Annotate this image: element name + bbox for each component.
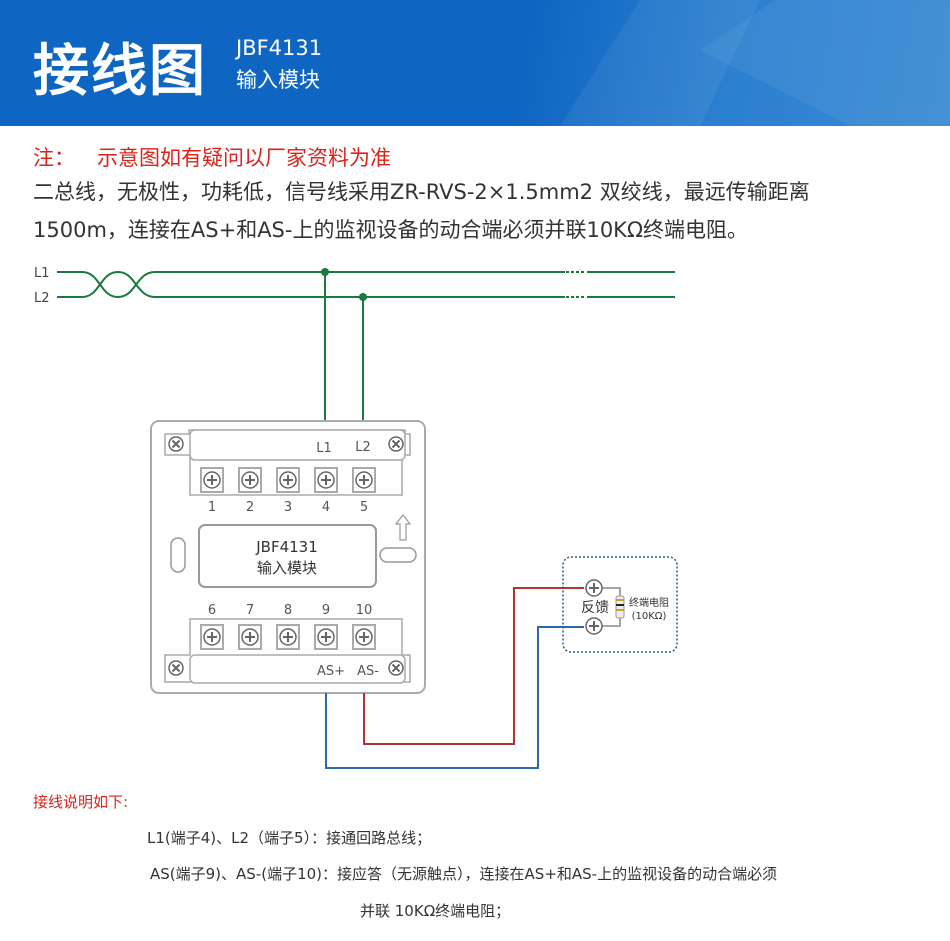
header-model: JBF4131 bbox=[236, 36, 323, 60]
module-label-l1: L1 bbox=[316, 441, 332, 456]
description-line: 1500m，连接在AS+和AS-上的监视设备的动合端必须并联10KΩ终端电阻。 bbox=[33, 218, 749, 242]
terminals: 1 6 2 7 3 8 4 9 5 10 bbox=[200, 467, 376, 650]
notes-title: 接线说明如下: bbox=[33, 793, 129, 811]
device-terminal-screw-icon bbox=[585, 579, 603, 597]
module-name: 输入模块 bbox=[257, 559, 317, 577]
terminal-number: 1 bbox=[208, 500, 216, 515]
note-term: L1(端子4)、L2（端子5）： bbox=[147, 829, 327, 847]
terminal-screw-icon bbox=[279, 471, 297, 489]
terminal-number: 5 bbox=[360, 500, 368, 515]
description-line: 二总线，无极性，功耗低，信号线采用ZR-RVS-2×1.5mm2 双绞线，最远传… bbox=[33, 180, 810, 204]
terminal-screw-icon bbox=[203, 628, 221, 646]
resistor-icon bbox=[615, 595, 625, 619]
note-line: AS(端子9)、AS-(端子10)：接应答（无源触点），连接在AS+和AS-上的… bbox=[150, 863, 777, 884]
device-box bbox=[562, 556, 678, 653]
terminal-screw-icon bbox=[317, 628, 335, 646]
bus-label-l1: L1 bbox=[34, 266, 50, 281]
terminal-number: 7 bbox=[246, 603, 254, 618]
terminal-screw-icon bbox=[203, 471, 221, 489]
device-label: 反馈 bbox=[581, 600, 609, 616]
mount-screw-icon bbox=[388, 660, 404, 676]
bus-wires bbox=[57, 270, 675, 421]
header-product-name: 输入模块 bbox=[236, 68, 320, 92]
module-label-l2: L2 bbox=[355, 440, 371, 455]
terminal-screw-icon bbox=[241, 471, 259, 489]
terminal-number: 3 bbox=[284, 500, 292, 515]
junction-dot-l1 bbox=[321, 268, 329, 276]
terminal-screw-icon bbox=[317, 471, 335, 489]
terminal-number: 4 bbox=[322, 500, 330, 515]
module-label-as-minus: AS- bbox=[357, 664, 379, 679]
module-body bbox=[150, 420, 426, 694]
terminal-screw-icon bbox=[241, 628, 259, 646]
page-title: 接线图 bbox=[33, 39, 207, 104]
note-text: 接应答（无源触点），连接在AS+和AS-上的监视设备的动合端必须 bbox=[337, 865, 778, 883]
module-label-as-plus: AS+ bbox=[317, 664, 345, 679]
note-text: 并联 10KΩ终端电阻； bbox=[360, 902, 511, 920]
terminal-number: 8 bbox=[284, 603, 292, 618]
terminal-screw-icon bbox=[279, 628, 297, 646]
terminal-screw-icon bbox=[355, 628, 373, 646]
terminal-number: 9 bbox=[322, 603, 330, 618]
terminal-number: 10 bbox=[356, 603, 373, 618]
junction-dot-l2 bbox=[359, 293, 367, 301]
note-line: 并联 10KΩ终端电阻； bbox=[360, 900, 510, 921]
bus-label-l2: L2 bbox=[34, 291, 50, 306]
mount-screw-icon bbox=[168, 436, 184, 452]
note-text: 示意图如有疑问以厂家资料为准 bbox=[97, 146, 391, 170]
resistor-value: (10KΩ) bbox=[632, 611, 667, 622]
terminal-number: 2 bbox=[246, 500, 254, 515]
mount-screw-icon bbox=[168, 660, 184, 676]
note-label: 注： bbox=[33, 146, 75, 170]
resistor-label: 终端电阻 bbox=[629, 596, 669, 609]
header-banner: 接线图 JBF4131 输入模块 bbox=[0, 0, 950, 126]
terminal-number: 6 bbox=[208, 603, 216, 618]
module-model: JBF4131 bbox=[255, 538, 318, 556]
note: 注： 示意图如有疑问以厂家资料为准 bbox=[33, 142, 391, 172]
note-term: AS(端子9)、AS-(端子10)： bbox=[150, 865, 338, 883]
device-terminal-screw-icon bbox=[585, 617, 603, 635]
terminal-screw-icon bbox=[355, 471, 373, 489]
note-text: 接通回路总线； bbox=[326, 829, 432, 847]
mount-screw-icon bbox=[388, 436, 404, 452]
note-line: L1(端子4)、L2（端子5）：接通回路总线； bbox=[147, 827, 431, 848]
red-wire bbox=[363, 587, 584, 745]
blue-wire bbox=[325, 626, 584, 769]
